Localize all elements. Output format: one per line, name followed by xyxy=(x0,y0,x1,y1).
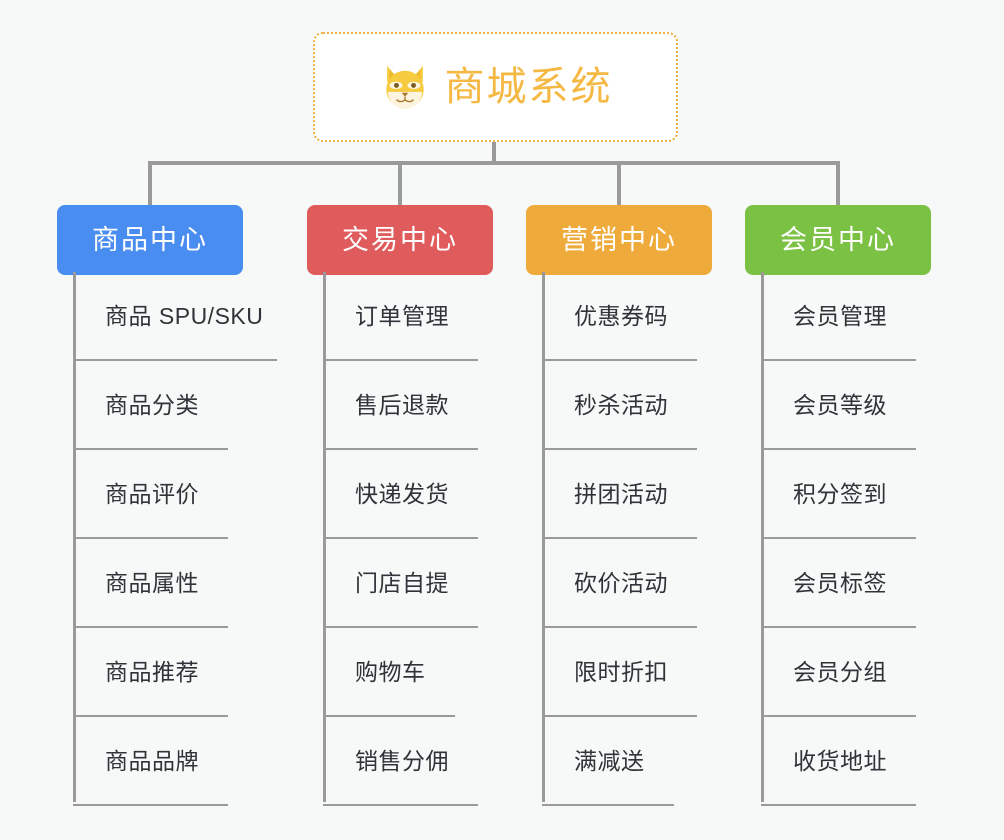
leaf-label: 会员管理 xyxy=(793,303,887,329)
leaf-label: 秒杀活动 xyxy=(574,392,668,418)
leaf-label: 商品 SPU/SKU xyxy=(105,303,264,329)
leaf-column-3: 优惠券码 秒杀活动 拼团活动 砍价活动 限时折扣 满减送 xyxy=(542,272,712,806)
leaf-label: 会员标签 xyxy=(793,570,887,596)
leaf-item[interactable]: 订单管理 xyxy=(323,272,478,361)
leaf-item[interactable]: 会员分组 xyxy=(761,628,916,717)
connector-drop-3 xyxy=(617,161,621,205)
leaf-item[interactable]: 会员等级 xyxy=(761,361,916,450)
branch-title: 会员中心 xyxy=(780,224,896,255)
leaf-item[interactable]: 秒杀活动 xyxy=(542,361,697,450)
leaf-label: 售后退款 xyxy=(355,392,449,418)
leaf-label: 会员等级 xyxy=(793,392,887,418)
leaf-label: 满减送 xyxy=(574,748,645,774)
branch-header-商品中心[interactable]: 商品中心 xyxy=(57,205,243,275)
connector-drop-2 xyxy=(398,161,402,205)
leaf-item[interactable]: 商品 SPU/SKU xyxy=(73,272,277,361)
leaf-label: 商品推荐 xyxy=(105,659,199,685)
connector-horizontal-bus xyxy=(148,161,840,165)
leaf-item[interactable]: 拼团活动 xyxy=(542,450,697,539)
leaf-label: 拼团活动 xyxy=(574,481,668,507)
leaf-item[interactable]: 快递发货 xyxy=(323,450,478,539)
branch-header-营销中心[interactable]: 营销中心 xyxy=(526,205,712,275)
leaf-item[interactable]: 商品评价 xyxy=(73,450,228,539)
leaf-column-4: 会员管理 会员等级 积分签到 会员标签 会员分组 收货地址 xyxy=(761,272,931,806)
leaf-item[interactable]: 商品推荐 xyxy=(73,628,228,717)
leaf-item[interactable]: 会员标签 xyxy=(761,539,916,628)
leaf-label: 快递发货 xyxy=(355,481,449,507)
connector-root-stem xyxy=(492,142,496,164)
branch-header-交易中心[interactable]: 交易中心 xyxy=(307,205,493,275)
leaf-column-1: 商品 SPU/SKU 商品分类 商品评价 商品属性 商品推荐 商品品牌 xyxy=(73,272,277,806)
leaf-label: 门店自提 xyxy=(355,570,449,596)
branch-title: 交易中心 xyxy=(342,224,458,255)
leaf-item[interactable]: 售后退款 xyxy=(323,361,478,450)
leaf-item[interactable]: 收货地址 xyxy=(761,717,916,806)
leaf-label: 砍价活动 xyxy=(574,570,668,596)
leaf-label: 商品属性 xyxy=(105,570,199,596)
leaf-item[interactable]: 满减送 xyxy=(542,717,674,806)
leaf-label: 限时折扣 xyxy=(574,659,668,685)
leaf-label: 销售分佣 xyxy=(355,748,449,774)
leaf-label: 商品评价 xyxy=(105,481,199,507)
root-title: 商城系统 xyxy=(444,65,613,109)
leaf-item[interactable]: 积分签到 xyxy=(761,450,916,539)
leaf-label: 会员分组 xyxy=(793,659,887,685)
leaf-label: 购物车 xyxy=(355,659,426,685)
leaf-label: 商品品牌 xyxy=(105,748,199,774)
leaf-item[interactable]: 砍价活动 xyxy=(542,539,697,628)
leaf-column-2: 订单管理 售后退款 快递发货 门店自提 购物车 销售分佣 xyxy=(323,272,493,806)
leaf-item[interactable]: 商品分类 xyxy=(73,361,228,450)
leaf-item[interactable]: 优惠券码 xyxy=(542,272,697,361)
leaf-label: 优惠券码 xyxy=(574,303,668,329)
branch-title: 商品中心 xyxy=(92,224,208,255)
branch-header-会员中心[interactable]: 会员中心 xyxy=(745,205,931,275)
leaf-item[interactable]: 会员管理 xyxy=(761,272,916,361)
leaf-item[interactable]: 购物车 xyxy=(323,628,455,717)
connector-drop-1 xyxy=(148,161,152,205)
leaf-item[interactable]: 商品属性 xyxy=(73,539,228,628)
root-node[interactable]: 商城系统 xyxy=(313,32,678,142)
leaf-item[interactable]: 商品品牌 xyxy=(73,717,228,806)
leaf-item[interactable]: 限时折扣 xyxy=(542,628,697,717)
connector-drop-4 xyxy=(836,161,840,205)
leaf-item[interactable]: 门店自提 xyxy=(323,539,478,628)
leaf-label: 商品分类 xyxy=(105,392,199,418)
branch-title: 营销中心 xyxy=(561,224,677,255)
leaf-label: 积分签到 xyxy=(793,481,887,507)
shiba-dog-icon xyxy=(379,61,431,113)
leaf-item[interactable]: 销售分佣 xyxy=(323,717,478,806)
leaf-label: 订单管理 xyxy=(355,303,449,329)
leaf-label: 收货地址 xyxy=(793,748,887,774)
